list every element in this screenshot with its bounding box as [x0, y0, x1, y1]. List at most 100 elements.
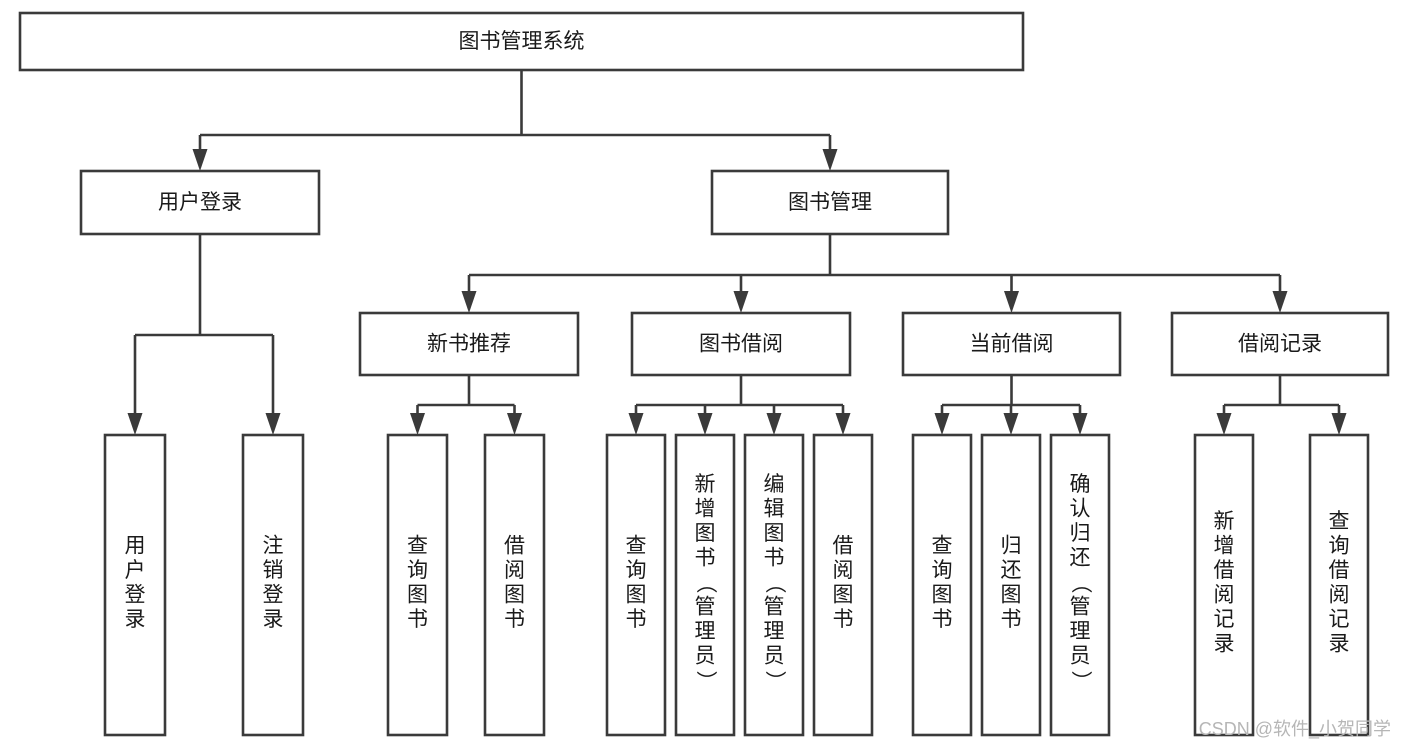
node-label-char: 查 — [626, 534, 647, 557]
node-label-char: 员 — [1070, 645, 1091, 668]
node-label-char: （ — [763, 573, 786, 594]
arrow-head-icon — [410, 413, 425, 435]
node-box[interactable] — [980, 433, 1042, 737]
arrow-head-icon — [1216, 413, 1232, 435]
node-box[interactable] — [1193, 433, 1255, 737]
node-label-char: 图 — [932, 583, 953, 606]
node-label-char: 图 — [626, 583, 647, 606]
node-label-char: 销 — [263, 559, 284, 582]
arrow-head-icon — [766, 413, 782, 435]
node-label-char: 员 — [695, 645, 716, 668]
arrow-head-icon — [192, 149, 208, 171]
node-label-char: 图 — [407, 583, 428, 606]
node-box[interactable] — [710, 169, 950, 236]
node-label-char: 查 — [407, 534, 428, 557]
node-label: 图书管理系统 — [459, 30, 585, 53]
node-label-char: 书 — [764, 547, 785, 570]
node-box[interactable] — [743, 433, 805, 737]
node-label-char: 借 — [504, 534, 525, 557]
node-label-char: 认 — [1070, 498, 1091, 521]
node-borrow-record[interactable]: 借阅记录 — [1170, 311, 1390, 377]
node-label-char: 书 — [407, 608, 428, 631]
node-box[interactable] — [79, 169, 321, 236]
arrow-head-icon — [507, 413, 522, 435]
node-label-char: 录 — [1214, 632, 1235, 655]
edge-layer — [127, 70, 1347, 435]
node-label-char: 归 — [1070, 522, 1091, 545]
node-label-char: 还 — [1001, 559, 1022, 582]
node-box[interactable] — [386, 433, 449, 737]
node-box[interactable] — [630, 311, 852, 377]
node-box[interactable] — [1308, 433, 1370, 737]
node-box[interactable] — [1049, 433, 1111, 737]
arrow-head-icon — [1003, 413, 1019, 435]
node-book-borrow[interactable]: 图书借阅 — [630, 311, 852, 377]
node-label-char: 归 — [1001, 534, 1022, 557]
node-label-char: 管 — [695, 596, 716, 619]
node-user-login[interactable]: 用户登录 — [79, 169, 321, 236]
node-label-char: 新 — [1214, 510, 1235, 533]
node-label-char: 图 — [1001, 583, 1022, 606]
arrow-head-icon — [934, 413, 950, 435]
node-label-char: 查 — [932, 534, 953, 557]
node-box[interactable] — [241, 433, 305, 737]
node-new-book-recommend[interactable]: 新书推荐 — [358, 311, 580, 377]
node-box[interactable] — [605, 433, 667, 737]
node-box[interactable] — [358, 311, 580, 377]
node-leaf-user-login[interactable]: 用户登录 — [103, 433, 167, 737]
node-label-char: 增 — [1214, 534, 1235, 557]
node-label-char: 登 — [125, 583, 146, 606]
node-box[interactable] — [103, 433, 167, 737]
node-label: 用户登录 — [158, 191, 242, 214]
arrow-head-icon — [822, 149, 838, 171]
node-label-char: 用 — [125, 534, 146, 557]
node-label: 当前借阅 — [970, 333, 1054, 356]
node-label-char: 借 — [833, 534, 854, 557]
node-label-char: ） — [763, 671, 786, 692]
arrow-head-icon — [733, 291, 749, 313]
arrow-head-icon — [461, 291, 477, 313]
node-label-char: 查 — [1329, 510, 1350, 533]
node-box[interactable] — [483, 433, 546, 737]
node-label-char: 书 — [833, 608, 854, 631]
node-box[interactable] — [901, 311, 1122, 377]
node-label-char: 辑 — [764, 498, 785, 521]
node-label-char: 录 — [263, 608, 284, 631]
node-box[interactable] — [674, 433, 736, 737]
node-label-char: 书 — [626, 608, 647, 631]
node-label-char: 理 — [1070, 620, 1091, 643]
node-box[interactable] — [911, 433, 973, 737]
node-box[interactable] — [1170, 311, 1390, 377]
node-book-manage[interactable]: 图书管理 — [710, 169, 950, 236]
node-label-char: 员 — [764, 645, 785, 668]
arrow-head-icon — [127, 413, 143, 435]
node-label-char: ） — [1069, 671, 1092, 692]
node-label-char: 理 — [764, 620, 785, 643]
node-box[interactable] — [18, 11, 1025, 72]
node-label-char: 编 — [764, 473, 785, 496]
node-label-char: 阅 — [833, 559, 854, 582]
node-current-borrow[interactable]: 当前借阅 — [901, 311, 1122, 377]
node-root[interactable]: 图书管理系统 — [18, 11, 1025, 72]
node-label-char: 询 — [1329, 534, 1350, 557]
node-box[interactable] — [812, 433, 874, 737]
node-label-char: 记 — [1329, 608, 1350, 631]
node-label: 图书借阅 — [699, 333, 783, 356]
arrow-head-icon — [265, 413, 281, 435]
node-label-char: 借 — [1214, 559, 1235, 582]
node-label-char: 书 — [1001, 608, 1022, 631]
node-label-char: 图 — [504, 583, 525, 606]
arrow-head-icon — [697, 413, 713, 435]
